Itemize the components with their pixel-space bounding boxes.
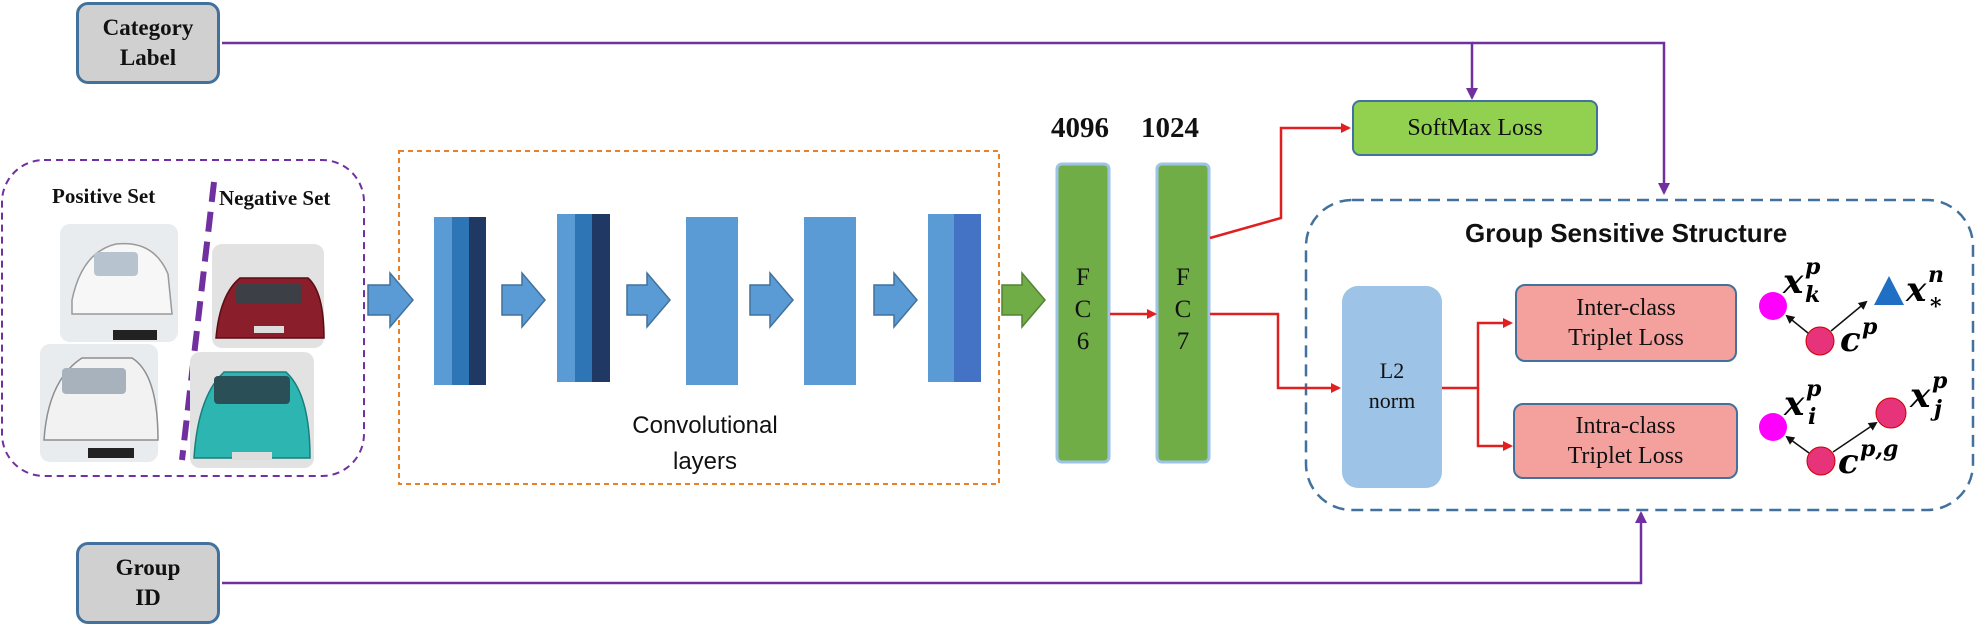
xj-symbol: x p j	[1910, 368, 1947, 422]
fc7-dimension: 1024	[1141, 112, 1199, 144]
cp-base: c	[1840, 320, 1861, 360]
car-photo-white-top	[60, 224, 178, 342]
positive-set-label: Positive Set	[52, 184, 156, 208]
category-label-line-group	[1472, 41, 1670, 195]
xk-point	[1759, 292, 1787, 320]
cp-symbol: c p	[1840, 314, 1877, 360]
xk-base: x	[1783, 262, 1804, 302]
conv-frame	[398, 150, 1000, 485]
fc7-label: F C 7	[1174, 264, 1192, 355]
xi-sup: p	[1806, 376, 1822, 402]
fc6-block	[1055, 162, 1111, 464]
xn-triangle	[1874, 276, 1904, 305]
cp-sup: p	[1862, 314, 1878, 340]
car-photo-teal	[190, 352, 314, 468]
intra-class-triplet-box: Intra-class Triplet Loss	[1513, 403, 1738, 479]
block-arrow-to-fc	[1001, 270, 1046, 330]
cpg-base: c	[1838, 442, 1859, 482]
xj-sub: j	[1934, 396, 1942, 422]
car-photo-white-bottom	[40, 344, 159, 462]
xi-sub: i	[1808, 404, 1817, 430]
cpg-sup: p,g	[1860, 436, 1899, 462]
group-id-box: Group ID	[76, 542, 220, 624]
block-arrow-conv2	[626, 270, 671, 330]
inter-class-triplet-box: Inter-class Triplet Loss	[1515, 284, 1737, 362]
arrow-l2-to-intra	[1476, 388, 1513, 451]
conv-layer-4	[804, 217, 856, 385]
set-divider	[179, 181, 217, 461]
car-photo-red	[212, 244, 325, 348]
xi-symbol: x p i	[1784, 376, 1821, 430]
xi-base: x	[1784, 384, 1805, 424]
cpg-to-xj-arrow	[1832, 421, 1878, 453]
conv-layers-caption: Convolutional layers	[632, 412, 778, 475]
softmax-loss-box: SoftMax Loss	[1352, 100, 1598, 156]
cpg-point	[1806, 446, 1836, 476]
group-structure-title: Group Sensitive Structure	[1465, 218, 1788, 248]
xi-point	[1759, 413, 1787, 441]
xk-symbol: x p k	[1783, 254, 1820, 308]
intra-class-triplet-label: Intra-class Triplet Loss	[1567, 413, 1684, 469]
l2-norm-label: L2 norm	[1368, 358, 1416, 413]
negative-set-label: Negative Set	[219, 186, 331, 210]
conv-layer-2	[557, 214, 610, 382]
fc7-block	[1155, 162, 1211, 464]
xj-sup: p	[1932, 368, 1948, 394]
xn-base: x	[1906, 270, 1927, 310]
block-arrow-conv1	[501, 270, 546, 330]
cpg-symbol: c p,g	[1838, 436, 1898, 482]
block-arrow-conv3	[749, 270, 794, 330]
xj-base: x	[1910, 376, 1931, 416]
l2-norm-box	[1342, 286, 1442, 488]
softmax-loss-label: SoftMax Loss	[1407, 115, 1543, 141]
xk-sub: k	[1805, 282, 1821, 308]
fc6-dimension: 4096	[1051, 112, 1109, 144]
category-label-line-softmax	[222, 41, 1478, 100]
xj-point	[1875, 397, 1907, 429]
cpg-to-xi-arrow	[1785, 435, 1810, 454]
category-label-box: Category Label	[76, 2, 220, 84]
conv-layer-5	[928, 214, 981, 382]
image-sets-frame	[1, 159, 365, 477]
category-label-text: Category Label	[102, 15, 194, 70]
cp-to-xk-arrow	[1785, 314, 1809, 334]
arrow-l2-to-inter	[1442, 318, 1513, 390]
xn-sub: *	[1930, 294, 1942, 320]
block-arrow-input	[367, 270, 414, 330]
arrow-fc7-to-softmax	[1209, 123, 1351, 240]
cp-to-xn-arrow	[1830, 300, 1868, 332]
conv-layer-1	[434, 217, 486, 385]
cp-point	[1805, 326, 1835, 356]
block-arrow-conv4	[873, 270, 918, 330]
arrow-fc7-to-l2	[1210, 312, 1341, 393]
conv-layer-3	[686, 217, 738, 385]
xk-sup: p	[1805, 254, 1821, 280]
group-id-text: Group ID	[115, 555, 181, 610]
group-structure-frame	[1304, 198, 1975, 512]
xn-symbol: x n *	[1906, 262, 1944, 320]
inter-class-triplet-label: Inter-class Triplet Loss	[1568, 295, 1684, 351]
group-id-line	[222, 511, 1647, 585]
xn-sup: n	[1928, 262, 1944, 288]
fc6-label: F C 6	[1074, 264, 1092, 355]
